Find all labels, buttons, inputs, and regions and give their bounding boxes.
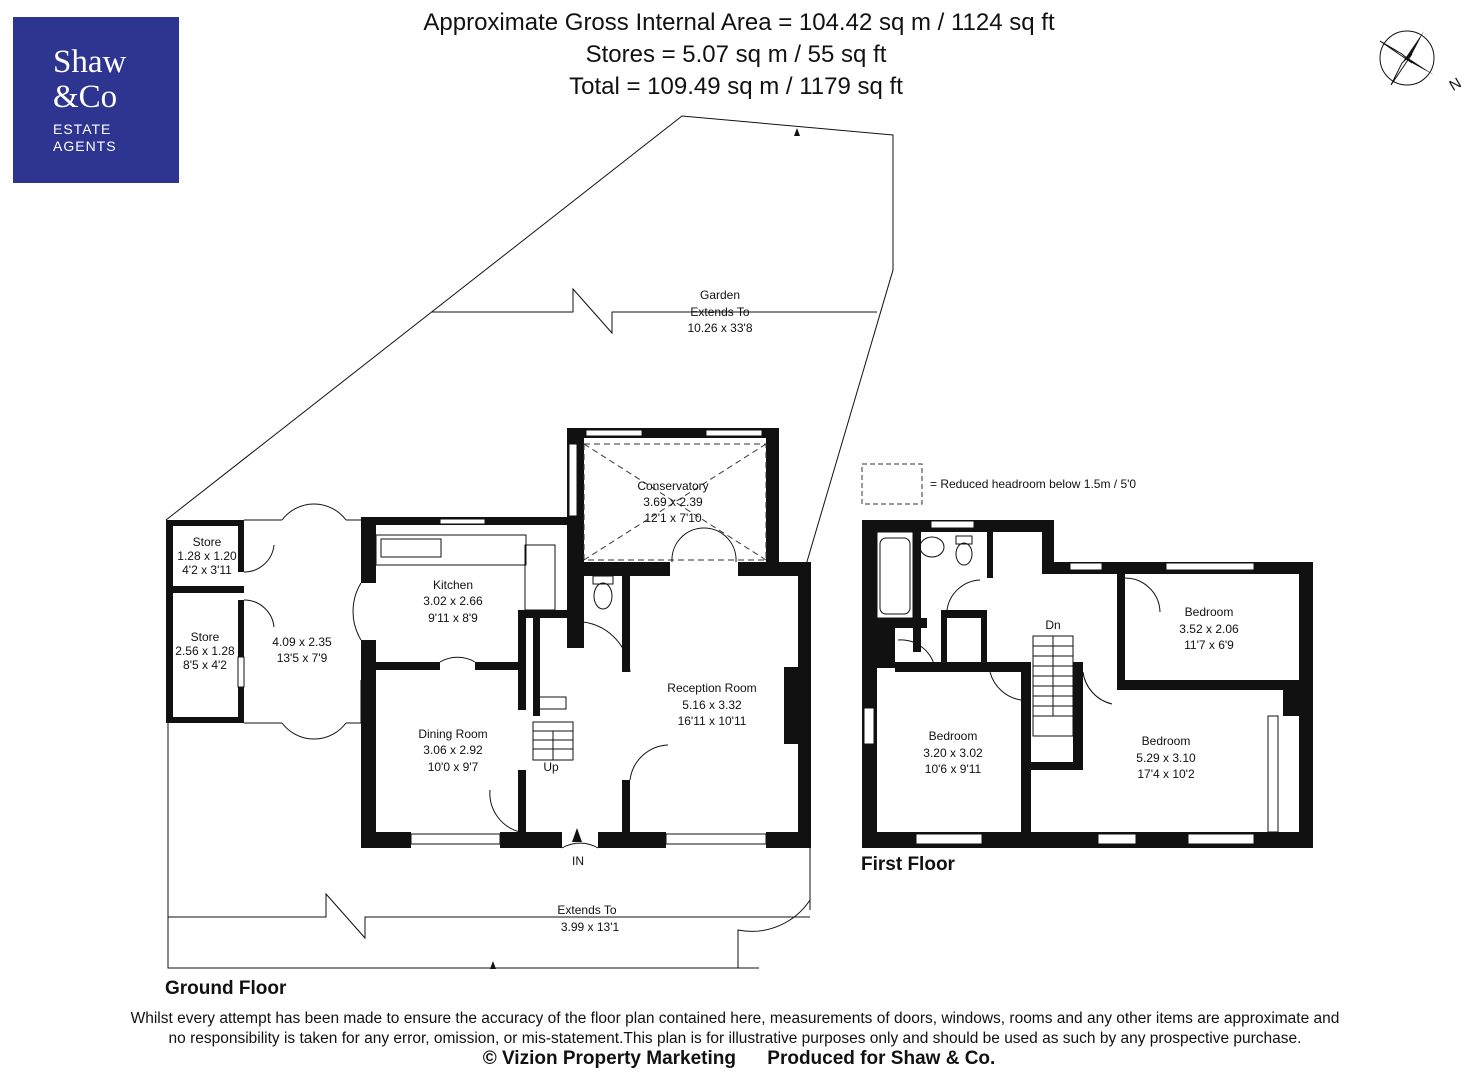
total-area-line: Total = 109.49 sq m / 1179 sq ft [569,73,903,100]
bedroom-2-name: Bedroom [929,729,978,743]
compass-icon: N [1379,30,1465,95]
brand-tagline: ESTATE AGENTS [53,121,117,155]
bedroom-1-imperial: 11'7 x 6'9 [1184,638,1234,652]
stairs-up [532,721,574,761]
headroom-legend-text: = Reduced headroom below 1.5m / 5'0 [930,477,1136,491]
dining-room-name: Dining Room [418,727,487,741]
brand-name-line1: Shaw [53,44,127,80]
conservatory-name: Conservatory [637,479,708,493]
stores-area-line: Stores = 5.07 sq m / 55 sq ft [585,41,887,68]
brand-name: Shaw &Co [53,45,126,115]
garden-extends-label: Extends To [690,305,749,319]
ground-floor-label: Ground Floor [165,978,287,999]
reception-room-name: Reception Room [667,681,756,695]
bedroom-1-name: Bedroom [1185,605,1234,619]
kitchen-metric: 3.02 x 2.66 [423,594,483,608]
utility-imperial: 13'5 x 7'9 [277,651,328,665]
bedroom-3-metric: 5.29 x 3.10 [1136,751,1196,765]
bedroom-3-name: Bedroom [1142,734,1191,748]
store-small-metric: 1.28 x 1.20 [177,549,237,563]
brand-logo: Shaw &Co ESTATE AGENTS [13,17,179,183]
first-floor-label: First Floor [861,854,955,875]
headroom-legend: = Reduced headroom below 1.5m / 5'0 [861,463,1136,505]
reception-room-imperial: 16'11 x 10'11 [678,714,747,728]
front-garden: Extends To 3.99 x 13'1 [167,720,811,969]
dining-room-metric: 3.06 x 2.92 [423,743,483,757]
stairs-down-label: Dn [1045,618,1060,632]
credit-vizion: © Vizion Property Marketing [482,1048,736,1069]
kitchen-name: Kitchen [433,578,473,592]
bedroom-1-metric: 3.52 x 2.06 [1179,622,1239,636]
dining-room-imperial: 10'0 x 9'7 [428,760,479,774]
store-small-name: Store [193,535,222,549]
brand-tagline-line1: ESTATE [53,121,112,137]
conservatory-metric: 3.69 x 2.39 [643,495,703,509]
ground-floor-labels: Store 1.28 x 1.20 4'2 x 3'11 Store 2.56 … [175,479,756,868]
gross-area-line: Approximate Gross Internal Area = 104.42… [423,9,1055,36]
store-large-metric: 2.56 x 1.28 [175,644,235,658]
bedroom-2-metric: 3.20 x 3.02 [923,746,983,760]
kitchen-imperial: 9'11 x 8'9 [428,611,478,625]
stairs-up-label: Up [543,760,559,774]
store-small-imperial: 4'2 x 3'11 [182,563,232,577]
bedroom-2-imperial: 10'6 x 9'11 [925,762,982,776]
conservatory-imperial: 12'1 x 7'10 [644,511,702,525]
ground-floor-walls [166,428,811,849]
credit-shaw: Produced for Shaw & Co. [767,1048,996,1069]
front-garden-dimensions: 3.99 x 13'1 [561,920,620,934]
brand-tagline-line2: AGENTS [53,138,117,154]
first-floor-labels: Dn Bedroom 3.52 x 2.06 11'7 x 6'9 Bedroo… [923,605,1239,781]
garden-label: Garden [700,288,740,302]
credits: © Vizion Property Marketing Produced for… [0,1048,1478,1070]
utility-metric: 4.09 x 2.35 [272,635,332,649]
garden-dimensions: 10.26 x 33'8 [687,321,752,335]
disclaimer-line1: Whilst every attempt has been made to en… [130,1010,1340,1027]
store-large-imperial: 8'5 x 4'2 [183,658,227,672]
compass-north-label: N [1447,75,1465,95]
stairs-down [1032,635,1074,737]
entrance-label: IN [572,854,584,868]
first-floor-walls [862,520,1313,848]
bedroom-3-imperial: 17'4 x 10'2 [1137,767,1195,781]
front-garden-extends-label: Extends To [557,903,616,917]
brand-name-line2: &Co [53,79,118,115]
store-large-name: Store [191,630,220,644]
reception-room-metric: 5.16 x 3.32 [682,698,742,712]
disclaimer-line2: no responsibility is taken for any error… [168,1030,1302,1047]
rear-garden: Garden Extends To 10.26 x 33'8 [165,115,894,566]
